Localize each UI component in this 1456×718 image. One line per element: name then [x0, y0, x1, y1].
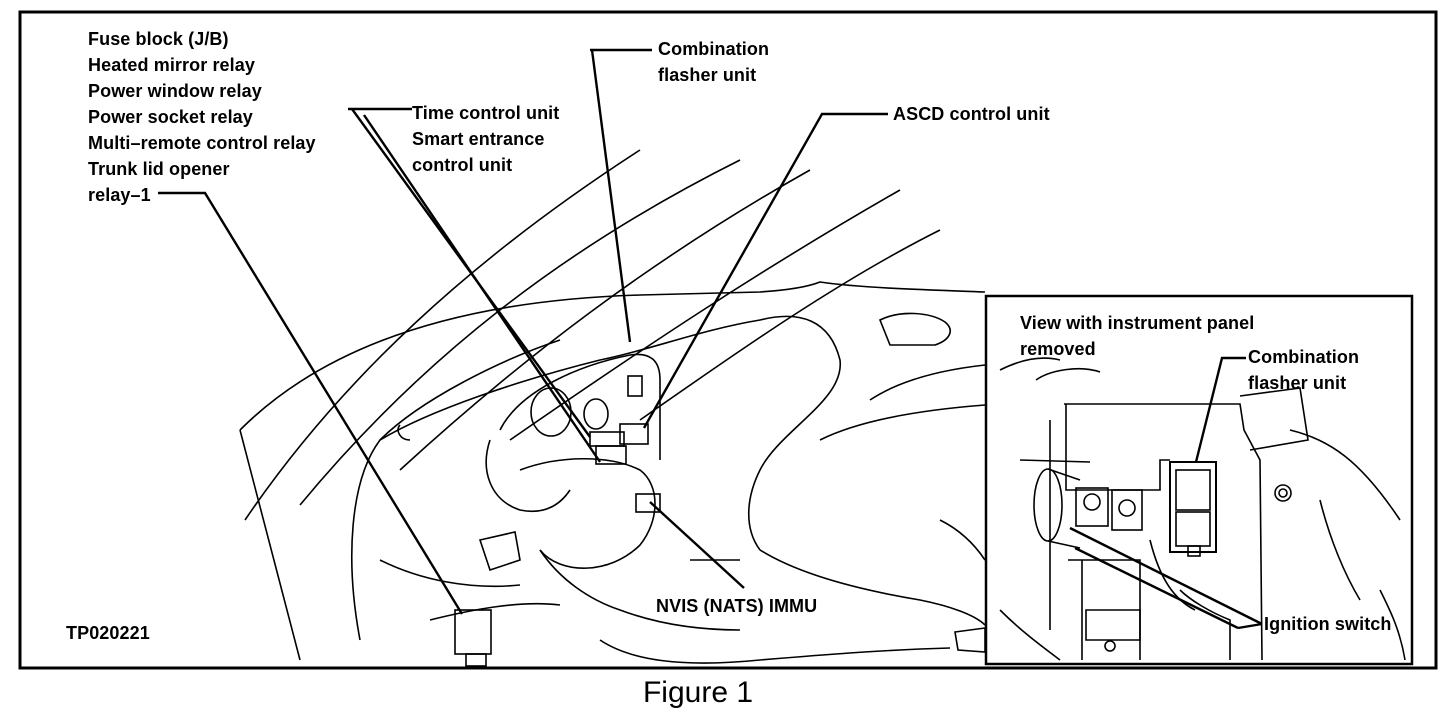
inset-flasher-line-2: flasher unit [1248, 373, 1347, 393]
inset-title-line-2: removed [1020, 339, 1096, 359]
leader-lines [158, 48, 888, 615]
inset-title-line-1: View with instrument panel [1020, 313, 1255, 333]
inset-border [984, 294, 1414, 666]
leader-inset-flasher [1194, 356, 1246, 463]
power-socket-relay-label: Power socket relay [88, 107, 253, 127]
heated-mirror-relay-label: Heated mirror relay [88, 55, 255, 75]
inset-flasher-line-1: Combination [1248, 347, 1360, 367]
leader-combination-flasher-down [590, 49, 632, 343]
nvis-immu-label: NVIS (NATS) IMMU [656, 596, 818, 616]
leader-ignition-b [1074, 546, 1239, 630]
dashboard-drawing [239, 149, 986, 667]
ignition-switch-label: Ignition switch [1264, 614, 1392, 634]
leader-ignition-end [1237, 622, 1263, 630]
leader-ascd [642, 112, 888, 429]
outer-border [18, 10, 1438, 670]
ascd-control-unit-label: ASCD control unit [893, 104, 1050, 124]
time-control-line-3: control unit [412, 155, 513, 175]
combination-flasher-label: Combination flasher unit [658, 36, 769, 88]
leader-time-control-b [363, 114, 601, 463]
combination-flasher-line-1: Combination [658, 39, 770, 59]
multi-remote-control-relay-label: Multi–remote control relay [88, 133, 316, 153]
combination-flasher-line-2: flasher unit [658, 65, 757, 85]
trunk-lid-opener-label: Trunk lid opener [88, 159, 230, 179]
leader-trunk-relay [158, 191, 464, 615]
time-control-line-2: Smart entrance [412, 129, 545, 149]
figure-caption: Figure 1 [642, 676, 754, 709]
leader-nvis [649, 501, 745, 589]
inset-combination-flasher-label: Combination flasher unit [1248, 344, 1359, 396]
power-window-relay-label: Power window relay [88, 81, 262, 101]
fuse-block-label-list: Fuse block (J/B) Heated mirror relay Pow… [88, 26, 316, 208]
time-control-line-1: Time control unit [412, 103, 560, 123]
time-control-unit-label: Time control unit Smart entrance control… [412, 100, 559, 178]
inset-view [984, 294, 1414, 666]
leader-ignition-a [1069, 526, 1263, 626]
relay-1-label: relay–1 [88, 185, 151, 205]
inset-title-label: View with instrument panel removed [1020, 310, 1254, 362]
figure-code-label: TP020221 [66, 623, 150, 643]
fuse-block-label: Fuse block (J/B) [88, 29, 229, 49]
